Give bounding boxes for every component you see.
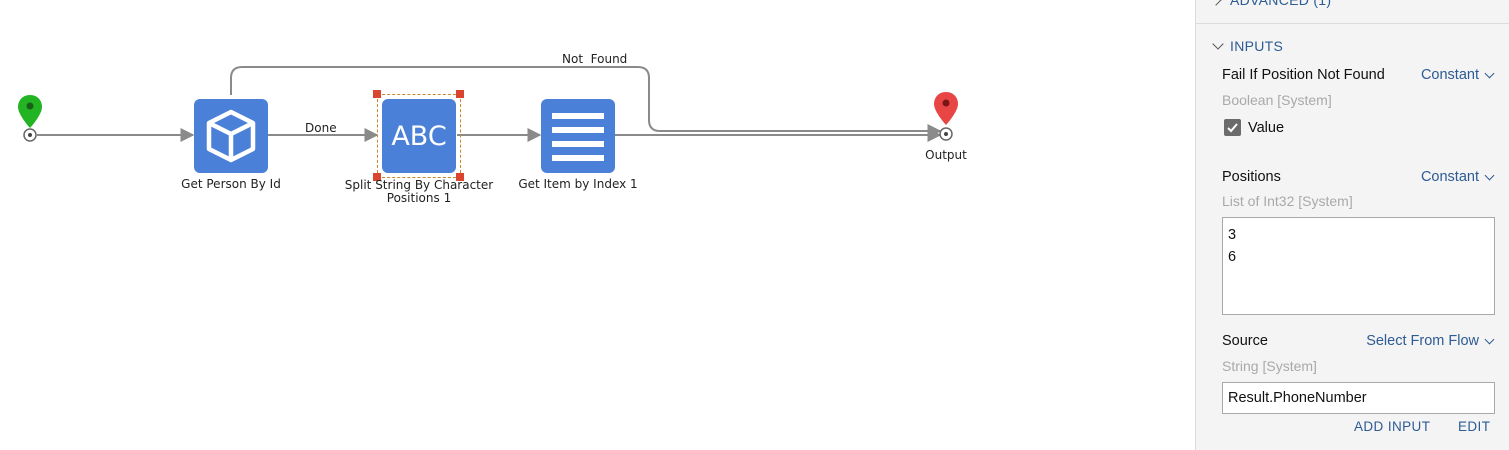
end-pin-icon — [934, 92, 958, 141]
source-input[interactable]: Result.PhoneNumber — [1222, 382, 1495, 414]
value-checkbox[interactable] — [1224, 119, 1241, 136]
source-mode-value: Select From Flow — [1366, 333, 1479, 349]
resize-handle-top-right[interactable] — [456, 90, 464, 98]
resize-handle-top-left[interactable] — [373, 90, 381, 98]
positions-mode-value: Constant — [1420, 169, 1479, 185]
chevron-down-icon — [1212, 38, 1224, 50]
flow-canvas[interactable]: Get Person By Id Done Not Found ABC Spli… — [0, 0, 1195, 450]
add-input-button[interactable]: ADD INPUT — [1354, 419, 1431, 434]
source-mode-dropdown[interactable]: Select From Flow — [1366, 333, 1495, 349]
cube-icon — [206, 109, 256, 163]
fail-if-not-found-mode-dropdown[interactable]: Constant — [1420, 67, 1495, 83]
split-string-label-line2: Positions 1 — [386, 191, 452, 205]
get-item-by-index-label: Get Item by Index 1 — [518, 177, 638, 191]
resize-handle-bottom-right[interactable] — [456, 173, 464, 181]
fail-if-not-found-mode-value: Constant — [1420, 67, 1479, 83]
done-path-label: Done — [305, 121, 337, 135]
list-lines-icon — [552, 113, 604, 161]
split-string-label-line1: Split String By Character — [344, 178, 494, 192]
fail-if-not-found-type: Boolean [System] — [1222, 92, 1332, 108]
value-checkbox-label[interactable]: Value — [1248, 120, 1285, 136]
split-string-node[interactable]: ABC — [382, 99, 456, 173]
chevron-right-icon — [1210, 0, 1222, 6]
output-label: Output — [925, 148, 967, 162]
get-person-by-id-label: Get Person By Id — [181, 177, 281, 191]
flow-wires — [18, 66, 958, 142]
positions-label: Positions — [1222, 169, 1281, 185]
positions-type: List of Int32 [System] — [1222, 193, 1353, 209]
checkmark-icon — [1227, 123, 1238, 133]
section-divider — [1196, 23, 1509, 24]
start-pin-icon — [18, 95, 42, 142]
get-item-by-index-node[interactable] — [541, 99, 615, 173]
get-person-by-id-node[interactable] — [194, 99, 268, 173]
properties-panel: ADVANCED (1) INPUTS Fail If Position Not… — [1195, 0, 1509, 450]
positions-mode-dropdown[interactable]: Constant — [1420, 169, 1495, 185]
inputs-section-title: INPUTS — [1230, 38, 1284, 54]
not-found-path-label: Not Found — [562, 52, 628, 66]
wire-not-found — [230, 66, 942, 138]
advanced-section-header[interactable]: ADVANCED (1) — [1210, 0, 1331, 8]
source-label: Source — [1222, 333, 1268, 349]
positions-textarea[interactable]: 3 6 — [1222, 217, 1495, 315]
chevron-down-icon — [1484, 68, 1495, 78]
selection-outline — [377, 94, 461, 178]
chevron-down-icon — [1484, 334, 1495, 344]
edit-button[interactable]: EDIT — [1458, 419, 1491, 434]
inputs-section-header[interactable]: INPUTS — [1210, 38, 1283, 54]
resize-handle-bottom-left[interactable] — [373, 173, 381, 181]
source-type: String [System] — [1222, 358, 1317, 374]
chevron-down-icon — [1484, 170, 1495, 180]
split-string-label: Split String By Character Positions 1 — [339, 179, 499, 205]
advanced-section-title: ADVANCED (1) — [1230, 0, 1332, 8]
fail-if-not-found-label: Fail If Position Not Found — [1222, 67, 1385, 83]
